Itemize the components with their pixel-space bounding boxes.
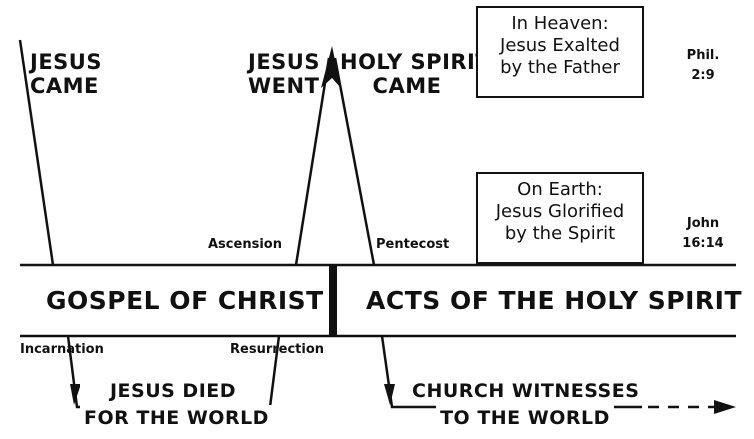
heaven-box: In Heaven: Jesus Exalted by the Father (476, 6, 644, 98)
phil-reference-book: Phil. (686, 48, 720, 63)
heaven-box-line-1: In Heaven: (511, 13, 609, 34)
jesus-came-label: JESUS CAME (30, 50, 102, 98)
arrowhead-down-icon (384, 384, 395, 405)
john-reference-verse: 16:14 (682, 236, 724, 251)
holy-spirit-came-line-1: HOLY SPIRIT (340, 50, 491, 74)
jesus-came-line-1: JESUS (30, 50, 102, 74)
john-reference-book: John (686, 216, 720, 231)
ascension-label: Ascension (208, 237, 282, 252)
jesus-came-line (18, 39, 55, 266)
jesus-died-line-2: FOR THE WORLD (80, 405, 273, 432)
jesus-came-line-2: CAME (30, 74, 99, 98)
phil-reference-verse: 2:9 (691, 68, 715, 83)
ascension-line (294, 57, 331, 266)
heaven-box-line-3: by the Father (500, 57, 620, 78)
holy-spirit-came-label: HOLY SPIRIT CAME (340, 50, 491, 98)
phil-reference: Phil. 2:9 (678, 46, 728, 86)
earth-box-line-1: On Earth: (517, 179, 603, 200)
holy-spirit-came-line-2: CAME (372, 74, 442, 98)
gospel-of-christ-title: GOSPEL OF CHRIST (46, 286, 324, 315)
incarnation-label: Incarnation (20, 342, 104, 357)
church-witnesses-label: CHURCH WITNESSES TO THE WORLD (412, 378, 640, 432)
band-divider (329, 265, 337, 336)
heaven-box-line-2: Jesus Exalted (500, 35, 620, 56)
jesus-went-label: JESUS WENT (248, 50, 320, 98)
earth-box-line-2: Jesus Glorified (495, 201, 625, 222)
church-witnesses-line-1: CHURCH WITNESSES (412, 380, 640, 402)
pentecost-line (333, 57, 376, 266)
arrowhead-down-icon (70, 384, 81, 405)
resurrection-label: Resurrection (230, 342, 325, 357)
arrowhead-right-icon (714, 400, 736, 414)
jesus-died-line-1: JESUS DIED (80, 378, 266, 405)
jesus-died-label: JESUS DIED FOR THE WORLD (80, 378, 273, 432)
john-reference: John 16:14 (678, 214, 728, 254)
jesus-went-line-2: WENT (248, 74, 320, 98)
pentecost-label: Pentecost (376, 237, 450, 252)
earth-box: On Earth: Jesus Glorified by the Spirit (476, 172, 644, 264)
arrowhead-up-icon (321, 46, 341, 88)
church-witnesses-line-2: TO THE WORLD (436, 405, 614, 432)
earth-box-line-3: by the Spirit (504, 223, 616, 244)
acts-of-the-holy-spirit-title: ACTS OF THE HOLY SPIRIT (366, 286, 743, 315)
jesus-went-line-1: JESUS (248, 50, 320, 74)
